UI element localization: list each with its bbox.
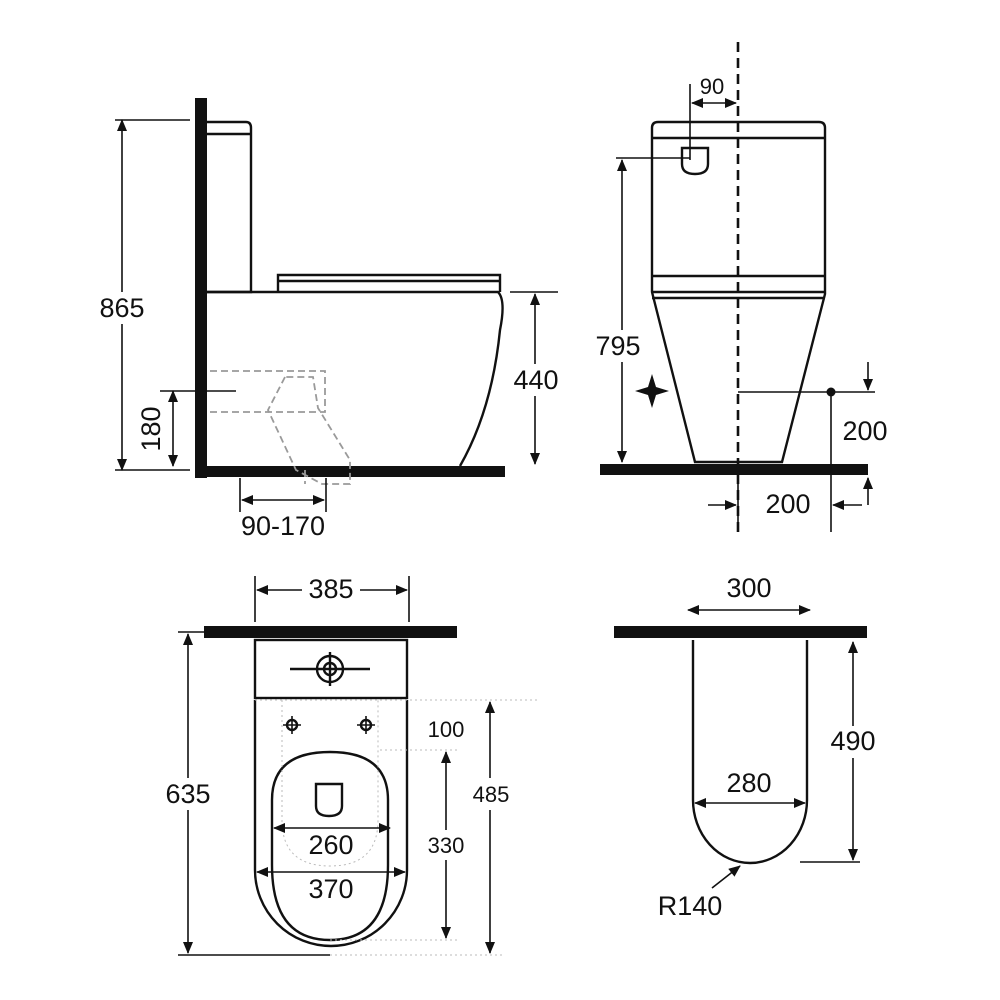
side-cistern (207, 120, 253, 294)
side-floor (195, 466, 505, 477)
inlet-opening (680, 146, 710, 176)
front-floor (600, 464, 868, 475)
front-cistern (650, 120, 827, 276)
side-view: 865 180 440 90-170 (94, 98, 564, 541)
top-view: 385 635 100 330 485 260 370 (160, 574, 540, 956)
footprint-view: 300 490 280 R140 (614, 573, 882, 921)
dim-outlet-depth: 485 (473, 782, 510, 807)
top-wall (204, 626, 457, 638)
dim-total-depth: 635 (165, 779, 210, 809)
dim-outlet-height-front: 200 (842, 416, 887, 446)
dim-base-width: 280 (726, 768, 771, 798)
dim-seat-depth: 330 (428, 833, 465, 858)
fixing-point-left-icon (283, 716, 301, 734)
fixing-point-right-icon (357, 716, 375, 734)
radius-leader (711, 865, 741, 889)
dim-total-height: 865 (99, 293, 144, 323)
dim-outlet-height: 180 (136, 406, 166, 451)
side-bowl (207, 290, 504, 467)
dim-inner-width: 260 (308, 830, 353, 860)
dim-outlet-offset: 90-170 (241, 511, 325, 541)
footprint-outline (691, 640, 809, 865)
dim-inlet-height: 795 (595, 331, 640, 361)
top-bowl (253, 700, 409, 948)
top-cistern (253, 638, 409, 700)
dim-top-width: 300 (726, 573, 771, 603)
dim-outer-width: 370 (308, 874, 353, 904)
side-seat-lid (276, 273, 502, 292)
dim-cistern-width: 385 (308, 574, 353, 604)
top-outlet-icon (314, 782, 344, 818)
dim-depth: 490 (830, 726, 875, 756)
top-seat (270, 750, 390, 942)
front-view: 90 795 200 200 (590, 42, 888, 532)
dim-radius: R140 (658, 891, 723, 921)
dim-inlet-offset: 90 (700, 74, 724, 99)
side-hidden-outlet (210, 370, 326, 413)
dim-seat-height: 440 (513, 365, 558, 395)
dim-outlet-lateral: 200 (765, 489, 810, 519)
dim-fixing-distance: 100 (428, 717, 465, 742)
side-wall (195, 98, 207, 478)
footprint-wall (614, 626, 867, 638)
sparkle-icon (635, 374, 669, 408)
